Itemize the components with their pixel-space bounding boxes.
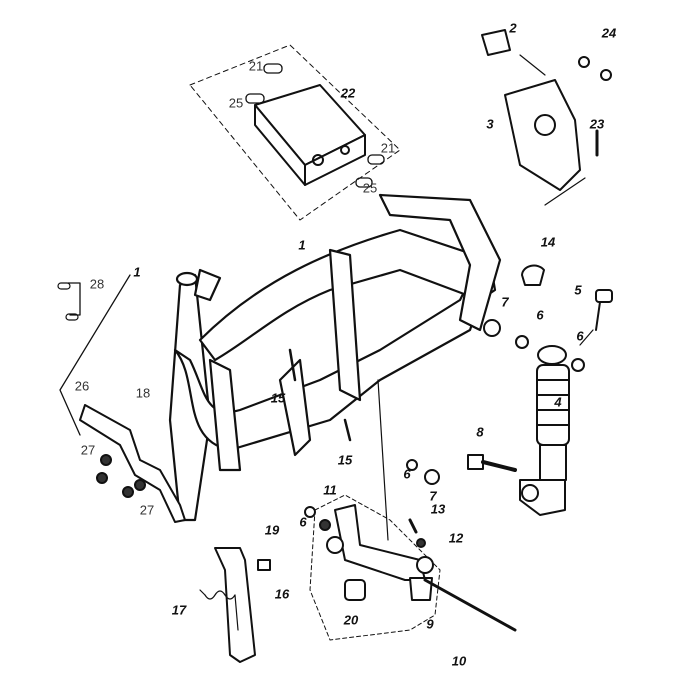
part-label: 8 (476, 424, 484, 440)
part-label: 25 (228, 95, 244, 111)
battery-tray-group-box (189, 44, 401, 221)
nut-24-icon (578, 56, 590, 68)
nut-27-group (96, 454, 146, 498)
part-label: 11 (323, 482, 337, 498)
collar-28 (57, 282, 79, 321)
shaft-10 (423, 578, 517, 632)
part-label: 1 (133, 264, 141, 280)
part-label: 22 (340, 85, 356, 101)
part-label: 16 (274, 586, 290, 602)
part-label: 19 (264, 522, 280, 538)
nut-12-icon (416, 538, 426, 548)
bracket-3 (504, 79, 581, 191)
part-label: 21 (380, 140, 396, 156)
bolt-15 (288, 348, 352, 442)
part-label: 28 (89, 276, 105, 292)
nut-7-icon (424, 469, 440, 485)
part-label: 7 (429, 488, 437, 504)
collar-parts (245, 63, 385, 188)
part-label: 14 (540, 234, 556, 250)
leader-lines (59, 274, 131, 436)
part-label: 21 (248, 58, 264, 74)
part-label: 17 (171, 602, 187, 618)
part-label: 18 (135, 385, 151, 401)
part-label: 6 (536, 307, 544, 323)
part-label: 25 (362, 180, 378, 196)
part-label: 24 (601, 25, 617, 41)
bracket-2 (481, 29, 511, 56)
part-label: 10 (451, 653, 467, 669)
part-label: 5 (574, 282, 582, 298)
part-label: 20 (343, 612, 359, 628)
part-label: 7 (501, 294, 509, 310)
center-stand-group-box (309, 494, 441, 641)
part-label: 27 (80, 442, 96, 458)
part-label: 4 (554, 394, 562, 410)
part-label: 9 (426, 616, 434, 632)
part-label: 6 (576, 328, 584, 344)
nut-24-icon (600, 69, 612, 81)
part-label: 13 (430, 501, 446, 517)
part-label: 12 (448, 530, 464, 546)
part-label: 1 (298, 237, 306, 253)
part-label: 26 (74, 378, 90, 394)
part-label: 23 (589, 116, 605, 132)
part-label: 6 (403, 466, 411, 482)
shock-absorber-4 (519, 345, 570, 516)
washer-icon (304, 506, 316, 518)
washer-icon (319, 519, 331, 531)
spring-17 (204, 590, 236, 600)
part-label: 15 (337, 452, 353, 468)
part-label: 3 (486, 116, 494, 132)
washer-6-icon (571, 358, 585, 372)
battery-tray (254, 84, 366, 186)
cap-14 (521, 264, 545, 286)
main-frame (168, 193, 502, 522)
subframe-26 (79, 404, 186, 523)
washer-6-icon (406, 459, 418, 471)
bolt-5 (595, 289, 613, 331)
center-stand (326, 504, 434, 601)
washer-6-icon (515, 335, 529, 349)
part-label: 27 (139, 502, 155, 518)
part-label: 6 (299, 514, 307, 530)
nut-7-icon (483, 319, 501, 337)
part-label: 15 (270, 390, 286, 406)
side-stand-16 (214, 547, 271, 663)
bolt-8 (467, 454, 517, 472)
part-label: 2 (509, 20, 517, 36)
